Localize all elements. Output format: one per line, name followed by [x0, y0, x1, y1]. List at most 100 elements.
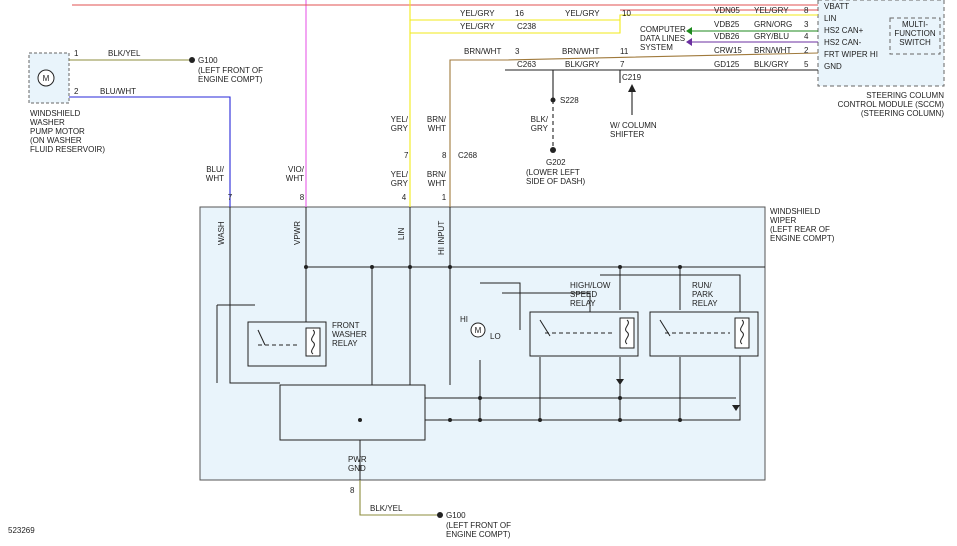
sccm-pin-name-5: GND [824, 62, 842, 71]
multifunction-switch [889, 17, 941, 55]
pump-motor-m: M [43, 74, 50, 83]
sccm-color-1: GRN/ORG [754, 20, 792, 29]
c268-label: C268 [458, 151, 478, 160]
sccm-pin-name-2: HS2 CAN+ [824, 26, 864, 35]
arrow-can-plus [686, 27, 692, 35]
c238-left-label: YEL/GRY [460, 9, 495, 18]
c263-right-label: BRN/WHT [562, 47, 599, 56]
wiper-pin-8: 8 [300, 193, 305, 202]
ground-pin-label: 8 [350, 486, 355, 495]
ground-symbol-g100-bottom [437, 512, 443, 518]
hi-upper-label: BRN/WHT [427, 115, 447, 133]
motor-hi-label: HI [460, 315, 468, 324]
s228-label: S228 [560, 96, 579, 105]
wiper-pin-hi: HI INPUT [437, 221, 446, 255]
wire-label-blk-yel: BLK/YEL [108, 49, 141, 58]
ground-symbol-g100-top [189, 57, 195, 63]
c238-pin: 16 [515, 9, 524, 18]
ground-wire-label: BLK/YEL [370, 504, 403, 513]
sccm-pin-3: 2 [804, 46, 809, 55]
sccm-circuit-3: CRW15 [714, 46, 742, 55]
lin-upper-label: YEL/GRY [391, 115, 409, 133]
c219-left-label: BLK/GRY [565, 60, 600, 69]
motor-lo-label: LO [490, 332, 501, 341]
wire-c238-yel [410, 14, 818, 34]
c268-pin-lower: 8 [442, 151, 447, 160]
wiper-motor-m: M [475, 326, 482, 335]
wiper-pin-vpwr: VPWR [293, 221, 302, 245]
pump-pin1: 1 [74, 49, 79, 58]
park-relay [649, 311, 759, 357]
sccm-pin-4: 5 [804, 60, 809, 69]
sccm-circuit-1: VDB25 [714, 20, 740, 29]
sccm-pin-name-0: VBATT [824, 2, 849, 11]
junction-dots [304, 97, 682, 422]
c263-pin: 3 [515, 47, 520, 56]
sccm-pin-name-3: HS2 CAN- [824, 38, 862, 47]
ground-symbol-g202 [550, 147, 556, 153]
wire-label-blu-wht: BLU/WHT [100, 87, 136, 96]
wiper-control-box [279, 384, 426, 441]
hi-lower-label: BRN/WHT [427, 170, 447, 188]
wiper-pin-lin: LIN [397, 227, 406, 240]
sccm-module [817, 0, 945, 87]
sccm-pin-0: 8 [804, 6, 809, 15]
sccm-circuit-4: GD125 [714, 60, 740, 69]
sccm-pin-2: 4 [804, 32, 809, 41]
top-pin-10: 10 [622, 9, 631, 18]
wash-wire-label: BLU/WHT [206, 165, 225, 183]
pump-pin2: 2 [74, 87, 79, 96]
washer-relay [247, 321, 327, 367]
g202-id: G202 [546, 158, 566, 167]
wire-ground [359, 480, 438, 516]
sccm-color-0: YEL/GRY [754, 6, 789, 15]
sccm-pin-name-4: FRT WIPER HI [824, 50, 878, 59]
sccm-pin-name-1: LIN [824, 14, 837, 23]
g100-top-id: G100 [198, 56, 218, 65]
sccm-pin-1: 3 [804, 20, 809, 29]
c263-label: C263 [517, 60, 537, 69]
speed-relay [529, 311, 639, 357]
pump-motor-box [28, 52, 70, 104]
sccm-color-4: BLK/GRY [754, 60, 789, 69]
c263-right-pin: 11 [620, 47, 629, 56]
sccm-color-2: GRY/BLU [754, 32, 789, 41]
s228-wire-label: BLK/GRY [531, 115, 549, 133]
c238-left-label-2: YEL/GRY [460, 22, 495, 31]
c238-right-label: YEL/GRY [565, 9, 600, 18]
vpwr-wire-label: VIO/WHT [286, 165, 305, 183]
c263-left-label: BRN/WHT [464, 47, 501, 56]
diagram-id: 523269 [8, 526, 35, 535]
arrow-shifter [628, 84, 636, 92]
g100-bottom-id: G100 [446, 511, 466, 520]
pump-motor-symbol [37, 69, 55, 87]
sccm-circuit-2: VDB26 [714, 32, 740, 41]
wiper-pin-7: 7 [228, 193, 233, 202]
wiper-pin-1: 1 [442, 193, 447, 202]
c219-label: C219 [622, 73, 642, 82]
wiper-pin-4: 4 [402, 193, 407, 202]
wire-hi [449, 52, 819, 207]
diode-1 [616, 379, 624, 385]
diode-2 [732, 405, 740, 411]
wiper-motor-symbol [470, 322, 486, 338]
arrow-can-minus [686, 38, 692, 46]
wire-wash [69, 96, 231, 207]
lin-lower-label: YEL/GRY [391, 170, 409, 188]
sccm-color-3: BRN/WHT [754, 46, 791, 55]
c219-pin: 7 [620, 60, 625, 69]
